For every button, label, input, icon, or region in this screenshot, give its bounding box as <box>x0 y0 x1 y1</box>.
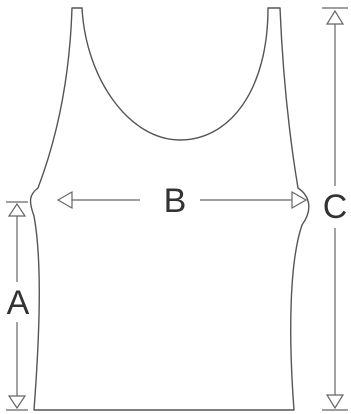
dimension-b-right-arrowhead <box>291 190 308 210</box>
dimension-a-bottom-arrowhead <box>7 395 27 410</box>
dimension-a: A <box>4 201 32 411</box>
dimension-b-label: B <box>164 182 187 220</box>
dimension-b-left-arrowhead <box>56 190 73 210</box>
dimension-c-bottom-arrowhead <box>325 394 345 410</box>
dimension-a-label-bg <box>4 282 32 322</box>
dimension-c-label: C <box>323 188 348 226</box>
dimension-c-label-bg <box>318 186 351 228</box>
dimension-c: C <box>318 7 351 411</box>
tank-top-outline <box>29 7 310 411</box>
dimension-a-label: A <box>7 284 30 322</box>
dimension-a-top-arrowhead <box>7 202 27 217</box>
dimension-b: B <box>56 182 308 220</box>
dimension-c-top-arrowhead <box>325 9 345 25</box>
